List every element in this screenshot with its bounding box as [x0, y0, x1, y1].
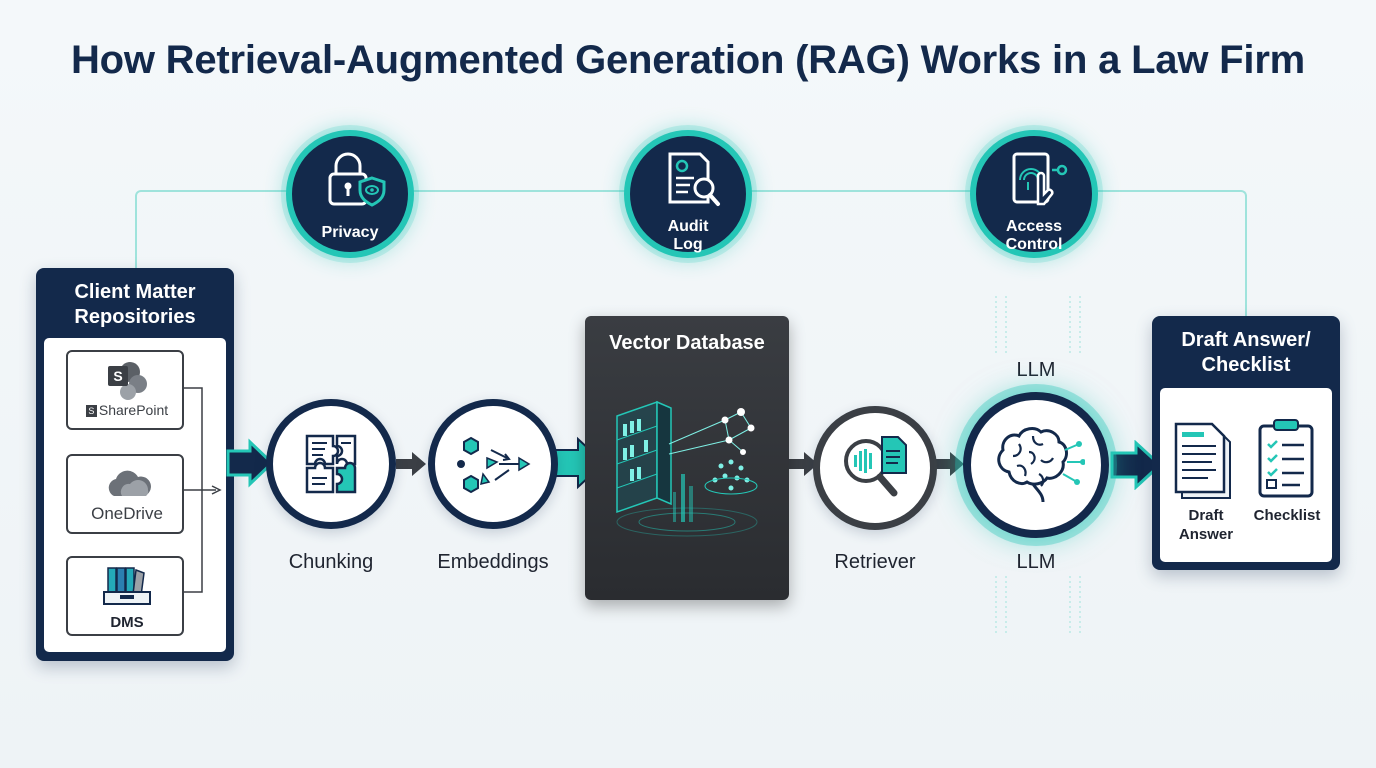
privacy-label: Privacy — [321, 224, 379, 241]
chunking-step — [266, 399, 396, 529]
draft-label-line1: Draft — [1188, 507, 1224, 524]
draft-label-line2: Answer — [1178, 526, 1234, 543]
llm-label-top: LLM — [1016, 359, 1056, 381]
dms-label: DMS — [110, 614, 144, 631]
repositories-title-line2: Repositories — [74, 306, 196, 328]
onedrive-label: OneDrive — [91, 504, 163, 523]
llm-step — [963, 392, 1109, 538]
draft-document-icon — [1174, 422, 1231, 499]
repository-connector — [184, 387, 222, 593]
repositories-title-line1: Client Matter — [74, 281, 196, 303]
fingerprint-key-icon — [1012, 152, 1068, 206]
search-document-icon — [844, 436, 907, 497]
checklist-label: Checklist — [1253, 507, 1321, 524]
brain-circuit-icon — [997, 427, 1085, 503]
source-onedrive[interactable]: OneDrive — [66, 454, 184, 534]
privacy-badge: Privacy — [286, 130, 414, 258]
arrow-to-chunking — [226, 438, 275, 488]
llm-label-bottom: LLM — [1016, 551, 1056, 573]
arrow-to-llm — [934, 452, 964, 476]
lock-shield-icon — [328, 152, 386, 207]
sharepoint-label: SharePoint — [98, 402, 169, 418]
access-label-line2: Control — [1005, 236, 1063, 253]
audit-label-line2: Log — [673, 236, 703, 253]
arrow-to-output — [1110, 440, 1163, 490]
retriever-step — [813, 406, 937, 530]
audit-label-line1: Audit — [667, 218, 709, 235]
arrow-to-embeddings — [396, 452, 426, 476]
vector-database-panel: Vector Database — [585, 316, 789, 600]
sharepoint-icon: S — [108, 362, 147, 400]
checklist-clipboard-icon — [1258, 419, 1314, 498]
vector-database-icon — [616, 400, 758, 537]
output-title-line2: Checklist — [1201, 354, 1291, 376]
vector-database-title: Vector Database — [609, 332, 765, 354]
puzzle-document-icon — [305, 434, 357, 494]
svg-text:S: S — [113, 368, 122, 384]
output-card: Draft Answer Checklist — [1160, 388, 1332, 562]
embeddings-step — [428, 399, 558, 529]
document-magnifier-icon — [668, 152, 720, 206]
sharepoint-mini-icon: S — [85, 405, 97, 418]
arrow-to-retriever — [788, 452, 818, 476]
llm-circuit-lines — [995, 296, 1081, 636]
binders-icon — [103, 567, 151, 605]
chunking-label: Chunking — [288, 551, 374, 573]
onedrive-cloud-icon — [108, 470, 151, 496]
source-dms[interactable]: DMS — [66, 556, 184, 636]
access-control-badge: Access Control — [970, 130, 1098, 258]
embeddings-label: Embeddings — [437, 551, 549, 573]
retriever-label: Retriever — [834, 551, 916, 573]
vector-embedding-icon — [457, 436, 531, 494]
output-title-line1: Draft Answer/ — [1181, 329, 1311, 351]
access-label-line1: Access — [1005, 218, 1063, 235]
page-title: How Retrieval-Augmented Generation (RAG)… — [70, 38, 1306, 82]
audit-log-badge: Audit Log — [624, 130, 752, 258]
